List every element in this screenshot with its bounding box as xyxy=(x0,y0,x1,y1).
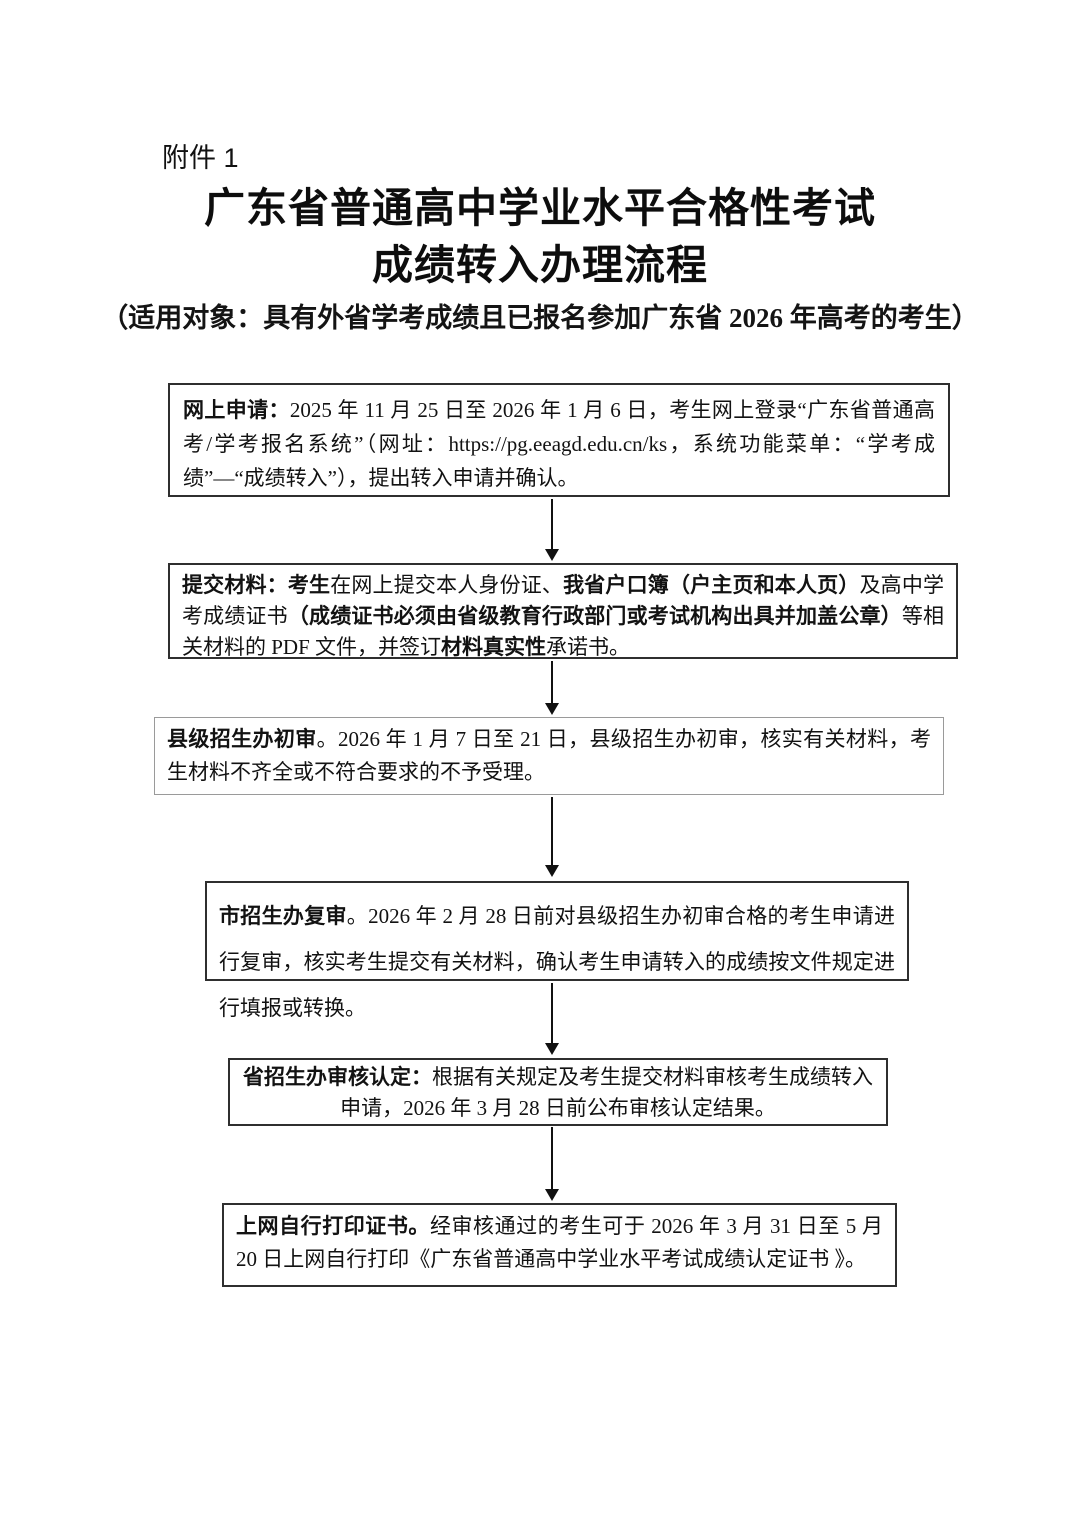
step-text-segment: （成绩证书必须由省级教育行政部门或考试机构出具并加盖公章） xyxy=(287,604,902,628)
step-text-segment: 。2026 年 1 月 7 日至 21 日，县级招生办初审，核实有关材料，考生材… xyxy=(167,727,931,784)
arrow-line xyxy=(551,1127,553,1190)
step-text-segment: 网上申请： xyxy=(183,398,290,422)
arrow-down-icon xyxy=(545,549,559,561)
arrow-down-icon xyxy=(545,1189,559,1201)
title-line-2: 成绩转入办理流程 xyxy=(372,242,708,288)
flow-arrow-4 xyxy=(545,983,559,1055)
arrow-line xyxy=(551,797,553,866)
arrow-line xyxy=(551,499,553,550)
flow-step-online-application: 网上申请：2025 年 11 月 25 日至 2026 年 1 月 6 日，考生… xyxy=(168,383,950,497)
flow-step-province-review-confirm: 省招生办审核认定：根据有关规定及考生提交材料审核考生成绩转入申请，2026 年 … xyxy=(228,1058,888,1126)
step-text-segment: 在网上提交本人身份证、 xyxy=(330,573,564,597)
step-text-segment: 提交材料：考生 xyxy=(182,573,331,597)
flow-arrow-1 xyxy=(545,499,559,561)
flow-step-city-re-review: 市招生办复审。2026 年 2 月 28 日前对县级招生办初审合格的考生申请进行… xyxy=(205,881,909,1020)
step-text-segment: 材料真实性 xyxy=(441,635,547,659)
step-text-segment: 省招生办审核认定： xyxy=(243,1065,432,1089)
flow-step-county-initial-review: 县级招生办初审。2026 年 1 月 7 日至 21 日，县级招生办初审，核实有… xyxy=(154,717,944,795)
attachment-label: 附件 1 xyxy=(162,143,239,173)
document-title: 广东省普通高中学业水平合格性考试 成绩转入办理流程 xyxy=(0,180,1080,294)
step-text-segment: 县级招生办初审 xyxy=(167,727,317,751)
arrow-down-icon xyxy=(545,865,559,877)
flow-arrow-3 xyxy=(545,797,559,877)
flow-step-print-certificate: 上网自行打印证书。经审核通过的考生可于 2026 年 3 月 31 日至 5 月… xyxy=(222,1203,897,1287)
subtitle-applicable-target: （适用对象：具有外省学考成绩且已报名参加广东省 2026 年高考的考生） xyxy=(101,303,979,333)
arrow-line xyxy=(551,661,553,704)
flow-arrow-5 xyxy=(545,1127,559,1201)
arrow-line xyxy=(551,983,553,1044)
step-text-segment: 根据有关规定及考生提交材料审核考生成绩转入申请，2026 年 3 月 28 日前… xyxy=(340,1065,873,1120)
step-text-segment: 2025 年 11 月 25 日至 2026 年 1 月 6 日，考生网上登录“… xyxy=(183,398,935,490)
step-text-segment: 我省户口簿（户主页和本人页） xyxy=(563,573,860,597)
step-text-segment: 上网自行打印证书。 xyxy=(236,1214,430,1238)
step-text-segment: 等相关材料的 PDF 文件，并签订 xyxy=(182,604,944,659)
title-line-1: 广东省普通高中学业水平合格性考试 xyxy=(204,185,876,231)
arrow-down-icon xyxy=(545,1043,559,1055)
step-text-segment: 及高中学考成绩证书 xyxy=(182,573,945,628)
arrow-down-icon xyxy=(545,703,559,715)
step-text-segment: 市招生办复审 xyxy=(219,904,347,928)
step-text-segment: 。2026 年 2 月 28 日前对县级招生办初审合格的考生申请进行复审，核实考… xyxy=(219,904,896,1020)
flow-step-submit-materials: 提交材料：考生在网上提交本人身份证、我省户口簿（户主页和本人页）及高中学考成绩证… xyxy=(168,563,958,659)
flow-arrow-2 xyxy=(545,661,559,715)
step-text-segment: 经审核通过的考生可于 2026 年 3 月 31 日至 5 月 20 日上网自行… xyxy=(236,1214,884,1271)
step-text-segment: 承诺书。 xyxy=(546,635,631,659)
